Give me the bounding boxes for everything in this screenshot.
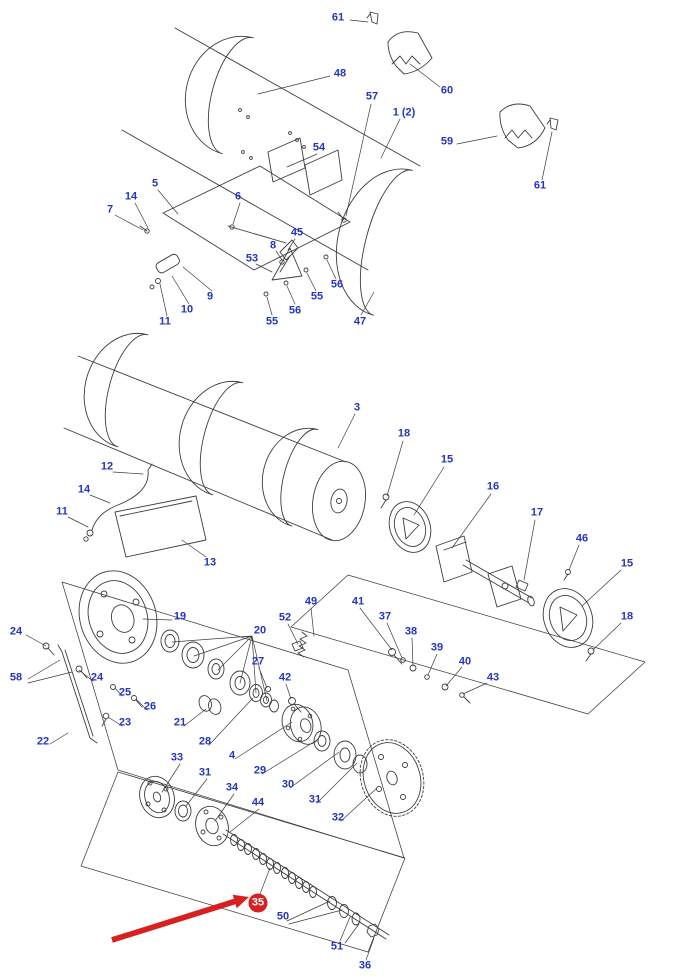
part-label-22: 22 [36, 735, 50, 748]
part-label-16: 16 [486, 480, 500, 493]
part-label-38: 38 [404, 625, 418, 638]
part-label-58: 58 [9, 671, 23, 684]
top-auger-assembly [121, 11, 559, 316]
part-label-32: 32 [331, 811, 345, 824]
part-label-30: 30 [281, 778, 295, 791]
part-label-46: 46 [575, 532, 589, 545]
part-label-3: 3 [353, 401, 361, 414]
part-label-47: 47 [353, 315, 367, 328]
part-label-61: 61 [533, 179, 547, 192]
part-label-50: 50 [276, 910, 290, 923]
part-label-40: 40 [458, 655, 472, 668]
part-label-11: 11 [56, 505, 68, 518]
part-label-34: 34 [225, 781, 239, 794]
bracket-45 [279, 239, 299, 261]
part-label-24: 24 [9, 625, 23, 638]
part-label-7: 7 [106, 203, 114, 216]
part-label-29: 29 [253, 764, 267, 777]
part-label-55: 55 [265, 315, 279, 328]
part-label-27: 27 [251, 655, 265, 668]
part-label-53: 53 [245, 252, 259, 265]
part-label-15: 15 [440, 453, 454, 466]
part-label-4: 4 [228, 749, 236, 762]
part-label-15: 15 [620, 557, 634, 570]
panel-fins [267, 137, 343, 196]
bracket-16 [435, 535, 473, 583]
spiked-shaft-group [139, 775, 390, 940]
part-label-18: 18 [620, 610, 634, 623]
part-label-11: 11 [159, 315, 171, 328]
part-label-60: 60 [440, 84, 454, 97]
part-label-44: 44 [251, 796, 265, 809]
part-label-49: 49 [304, 595, 318, 608]
part-label-23: 23 [118, 716, 132, 729]
part-label-17: 17 [530, 506, 544, 519]
part-label-21: 21 [173, 716, 187, 729]
part-label-39: 39 [430, 641, 444, 654]
part-label-45: 45 [290, 226, 304, 239]
middle-auger-assembly [63, 332, 366, 558]
part-label-52: 52 [278, 611, 292, 624]
part-label-56: 56 [330, 278, 344, 291]
part-label-28: 28 [198, 735, 212, 748]
part-label-6: 6 [234, 190, 242, 203]
part-label-59: 59 [440, 135, 454, 148]
shield-59 [499, 103, 546, 149]
part-label-41: 41 [351, 595, 365, 608]
part-label-18: 18 [397, 427, 411, 440]
part-label-61: 61 [331, 11, 345, 24]
part-label-13: 13 [203, 556, 217, 569]
part-label-42: 42 [278, 671, 292, 684]
leader-lines [25, 19, 622, 961]
part-label-1-2-: 1 (2) [392, 106, 416, 119]
part-label-10: 10 [180, 303, 194, 316]
spring-49 [297, 631, 308, 658]
part-label-43: 43 [486, 671, 500, 684]
part-label-14: 14 [77, 483, 91, 496]
highlight-arrow [111, 894, 249, 943]
left-fasteners [42, 642, 143, 744]
toothed-disc-32 [359, 739, 425, 817]
rod-12 [91, 463, 153, 531]
nut-36 [366, 923, 380, 938]
part-label-26: 26 [143, 700, 157, 713]
part-label-20: 20 [253, 624, 267, 637]
part-label-56: 56 [288, 304, 302, 317]
hub-bearing-group [42, 570, 471, 817]
highlighted-part-number: 35 [251, 896, 265, 909]
clips-61 [366, 11, 559, 131]
part-label-55: 55 [310, 290, 324, 303]
pin-17 [515, 579, 529, 592]
part-label-14: 14 [124, 190, 138, 203]
panel-13 [114, 495, 207, 558]
trough-panel [162, 165, 351, 271]
latch-9-10-11 [149, 253, 180, 290]
part-label-57: 57 [365, 90, 379, 103]
part-label-5: 5 [151, 177, 159, 190]
part-label-9: 9 [206, 290, 214, 303]
part-label-48: 48 [333, 67, 347, 80]
part-label-33: 33 [170, 751, 184, 764]
part-label-8: 8 [269, 239, 277, 252]
panel-hardware [139, 211, 347, 297]
bolt-row-37-43 [264, 648, 471, 713]
part-label-25: 25 [118, 686, 132, 699]
part-label-54: 54 [312, 141, 326, 154]
part-label-31: 31 [308, 793, 322, 806]
part-label-24: 24 [90, 671, 104, 684]
shield-60 [387, 31, 433, 75]
highlighted-part-badge: 35 [248, 893, 268, 913]
part-label-37: 37 [378, 610, 392, 623]
part-label-36: 36 [358, 959, 372, 972]
bearing-chain [160, 629, 279, 713]
shaft-discs [230, 834, 317, 898]
part-label-19: 19 [173, 610, 187, 623]
part-label-51: 51 [330, 940, 344, 953]
part-label-12: 12 [100, 460, 114, 473]
support-plate [487, 565, 522, 608]
part-label-31: 31 [198, 766, 212, 779]
right-shaft-assembly [380, 493, 595, 662]
